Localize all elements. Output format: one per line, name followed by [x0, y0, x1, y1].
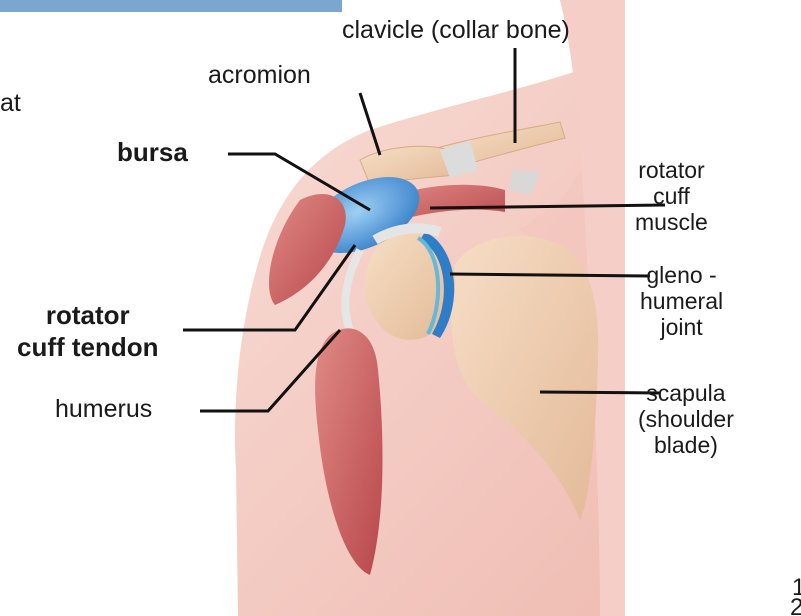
label-line: (shoulder: [638, 406, 734, 432]
label-line: blade): [638, 432, 734, 458]
label-bursa: bursa: [117, 139, 188, 165]
label-rotator-cuff-tendon: rotator cuff tendon: [17, 299, 159, 363]
label-line: cuff tendon: [17, 331, 159, 363]
label-line: humeral: [640, 288, 723, 314]
label-scapula: scapula (shoulder blade): [638, 380, 734, 458]
label-clavicle: clavicle (collar bone): [342, 17, 570, 43]
label-line: gleno -: [640, 262, 723, 288]
label-acromion: acromion: [208, 62, 311, 88]
label-cut-left-text: at: [0, 90, 21, 116]
label-humerus: humerus: [55, 396, 152, 422]
label-line: rotator: [17, 299, 159, 331]
leader-glenohumeral: [450, 274, 650, 276]
label-line: joint: [640, 314, 723, 340]
label-glenohumeral-joint: gleno - humeral joint: [640, 262, 723, 340]
label-line: cuff: [635, 183, 708, 209]
label-line: muscle: [635, 209, 708, 235]
label-cut-corner-digit-2: 2: [790, 595, 801, 616]
label-line: scapula: [638, 380, 734, 406]
label-rotator-cuff-muscle: rotator cuff muscle: [635, 157, 708, 235]
label-line: rotator: [635, 157, 708, 183]
